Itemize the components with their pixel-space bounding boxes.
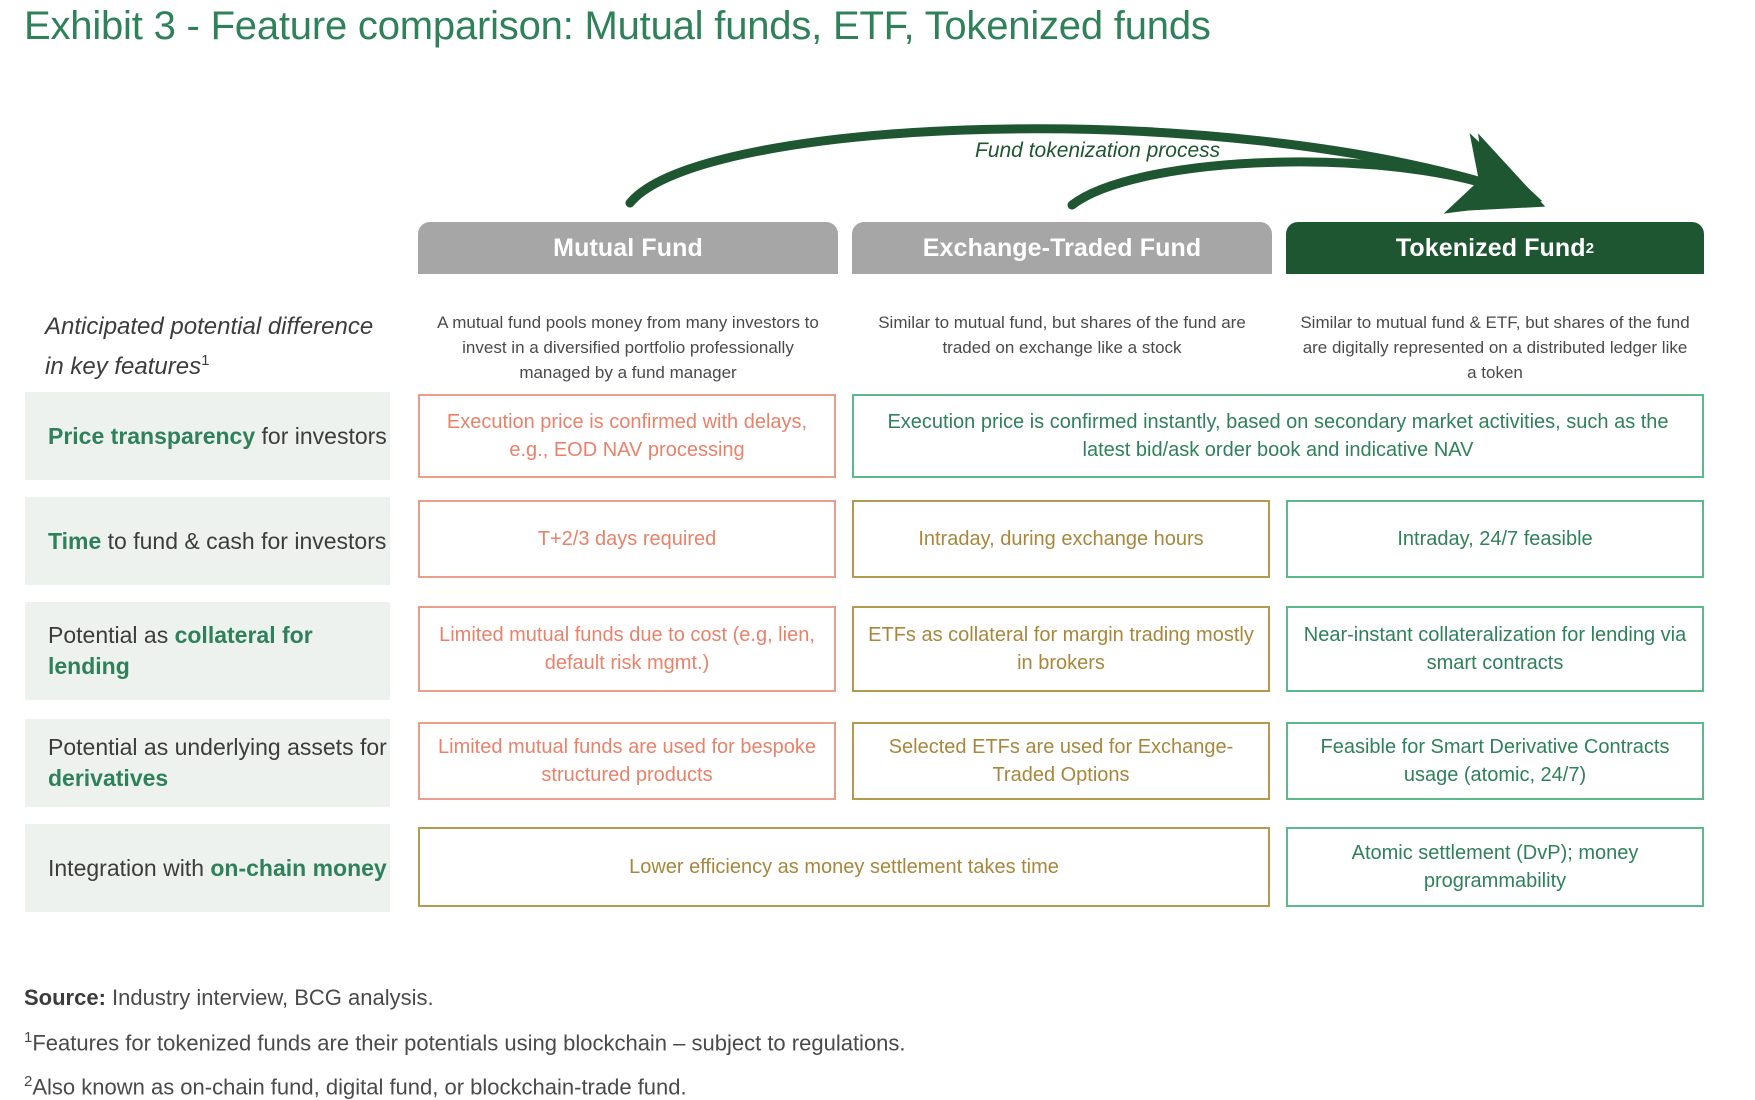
row-label-text: Integration with (48, 854, 211, 881)
row-label-emphasis: collateral for lending (48, 622, 313, 679)
cell-time-to-fund-and-cash-etf: Intraday, during exchange hours (852, 500, 1270, 578)
footnote-2-marker: 2 (24, 1073, 33, 1090)
cell-text: Selected ETFs are used for Exchange-Trad… (888, 736, 1234, 786)
footnote-1-marker: 1 (24, 1029, 33, 1046)
arrow-etf-to-tokenized (1067, 133, 1546, 212)
cell-text: ETFs as collateral for margin trading mo… (868, 624, 1254, 674)
column-header-mutual-fund: Mutual Fund (418, 222, 838, 274)
cell-text: Near-instant collateralization for lendi… (1303, 624, 1687, 674)
row-label-emphasis: derivatives (48, 765, 169, 791)
column-header-footnote-marker: 2 (1585, 239, 1595, 257)
row-label-emphasis: on-chain money (210, 854, 387, 881)
cell-collateral-for-lending-mutual-fund: Limited mutual funds due to cost (e.g, l… (418, 606, 836, 692)
row-label-underlying-assets-for-derivatives: Potential as underlying assets for deriv… (25, 719, 390, 807)
row-label-time-to-fund-and-cash: Time to fund & cash for investors (25, 497, 390, 585)
fund-tokenization-process-label: Fund tokenization process (975, 139, 1221, 162)
column-description-mutual-fund: A mutual fund pools money from many inve… (437, 313, 819, 382)
source-label: Source: (24, 985, 106, 1010)
column-description-exchange-traded-fund: Similar to mutual fund, but shares of th… (878, 313, 1246, 357)
cell-text: Limited mutual funds are used for bespok… (438, 736, 816, 786)
cell-text: Limited mutual funds due to cost (e.g, l… (439, 624, 815, 674)
cell-underlying-assets-for-derivatives-mutual-fund: Limited mutual funds are used for bespok… (418, 722, 836, 800)
cell-time-to-fund-and-cash-mutual-fund: T+2/3 days required (418, 500, 836, 578)
column-header-label: Mutual Fund (553, 233, 703, 262)
cell-collateral-for-lending-etf: ETFs as collateral for margin trading mo… (852, 606, 1270, 692)
cell-time-to-fund-and-cash-tokenized-fund: Intraday, 24/7 feasible (1286, 500, 1704, 578)
cell-text: T+2/3 days required (537, 528, 717, 550)
cell-price-transparency-mutual-fund: Execution price is confirmed with delays… (418, 394, 836, 478)
cell-text: Lower efficiency as money settlement tak… (629, 856, 1059, 878)
column-header-label: Exchange-Traded Fund (922, 233, 1202, 262)
row-label-price-transparency: Price transparency for investors (25, 392, 390, 480)
column-header-exchange-traded-fund: Exchange-Traded Fund (852, 222, 1272, 274)
footnote-1: 1Features for tokenized funds are their … (24, 1029, 906, 1056)
cell-price-transparency-etf-and-tokenized: Execution price is confirmed instantly, … (852, 394, 1704, 478)
cell-text: Intraday, during exchange hours (918, 528, 1204, 550)
cell-text: Intraday, 24/7 feasible (1397, 528, 1593, 550)
cell-collateral-for-lending-tokenized-fund: Near-instant collateralization for lendi… (1286, 606, 1704, 692)
feature-axis-title: Anticipated potential difference in key … (45, 310, 385, 384)
cell-underlying-assets-for-derivatives-etf: Selected ETFs are used for Exchange-Trad… (852, 722, 1270, 800)
source-text: Industry interview, BCG analysis. (105, 985, 434, 1010)
column-header-label: Tokenized Fund (1395, 233, 1586, 262)
column-description-tokenized-fund: Similar to mutual fund & ETF, but shares… (1300, 313, 1690, 382)
cell-underlying-assets-for-derivatives-tokenized-fund: Feasible for Smart Derivative Contracts … (1286, 722, 1704, 800)
source-line: Source: Industry interview, BCG analysis… (24, 985, 434, 1011)
cell-integration-with-on-chain-money-tokenized-fund: Atomic settlement (DvP); money programma… (1286, 827, 1704, 907)
row-label-text: Potential as (48, 622, 175, 648)
cell-text: Execution price is confirmed with delays… (446, 411, 808, 461)
cell-text: Execution price is confirmed instantly, … (887, 411, 1669, 461)
row-label-text: for investors (255, 422, 387, 449)
cell-text: Atomic settlement (DvP); money programma… (1351, 842, 1639, 892)
row-label-emphasis: Time (48, 527, 102, 554)
cell-integration-with-on-chain-money-mutual-fund-and-etf: Lower efficiency as money settlement tak… (418, 827, 1270, 907)
row-label-collateral-for-lending: Potential as collateral for lending (25, 602, 390, 700)
row-label-text: to fund & cash for investors (101, 527, 387, 554)
row-label-text: Potential as underlying assets for (48, 734, 387, 760)
footnote-1-text: Features for tokenized funds are their p… (32, 1030, 906, 1056)
feature-axis-title-text: Anticipated potential difference in key … (45, 313, 374, 380)
row-label-emphasis: Price transparency (48, 422, 256, 449)
row-label-integration-with-on-chain-money: Integration with on-chain money (25, 824, 390, 912)
page-title: Exhibit 3 - Feature comparison: Mutual f… (24, 4, 1211, 48)
feature-axis-footnote-marker: 1 (201, 352, 210, 369)
cell-text: Feasible for Smart Derivative Contracts … (1320, 736, 1670, 786)
